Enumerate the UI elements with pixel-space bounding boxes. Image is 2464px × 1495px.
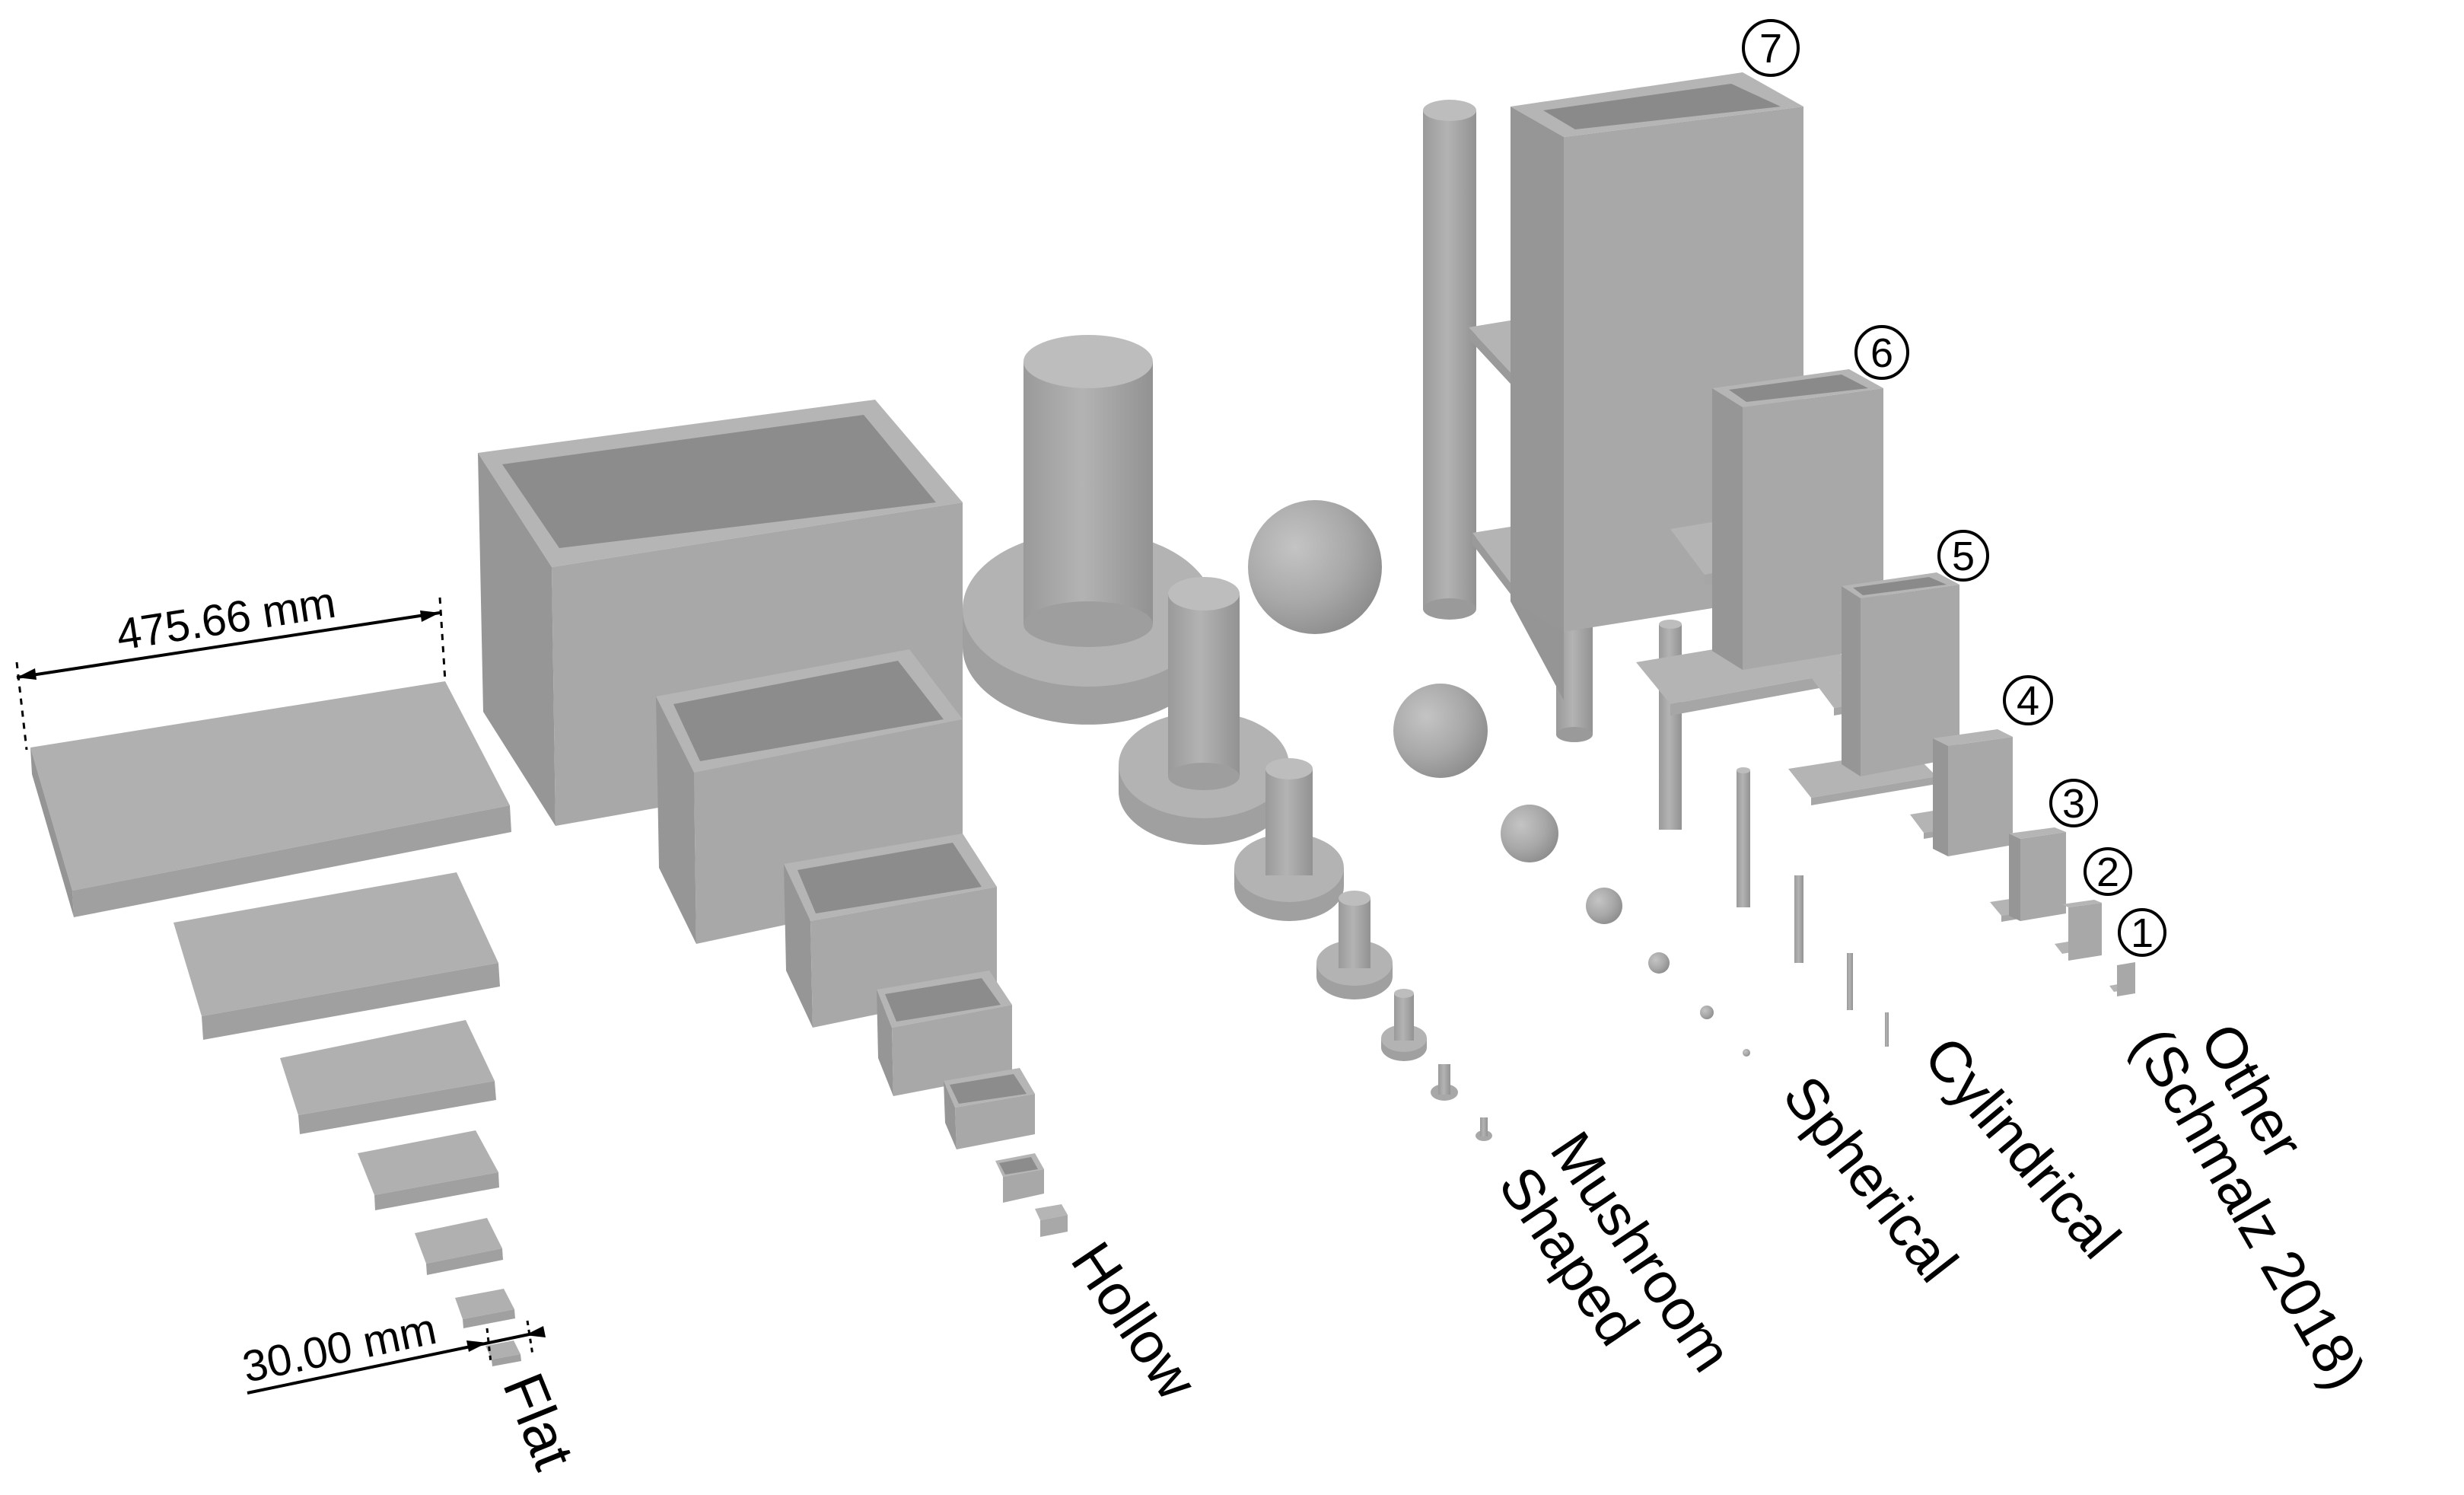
hollow-box-4 — [877, 971, 1012, 1096]
mushroom-2 — [1431, 1064, 1458, 1101]
other-object-4 — [1910, 729, 2013, 856]
other-object-2 — [2055, 900, 2102, 961]
category-label-flat: Flat — [490, 1365, 586, 1478]
sphere-6 — [1393, 684, 1488, 778]
hollow-objects — [478, 400, 1068, 1237]
flat-plate-5 — [280, 1020, 496, 1134]
svg-text:3: 3 — [2062, 781, 2085, 827]
other-object-5 — [1788, 572, 1959, 805]
svg-text:1: 1 — [2131, 910, 2154, 956]
svg-text:6: 6 — [1870, 330, 1893, 376]
sphere-1 — [1743, 1049, 1750, 1057]
sphere-5 — [1501, 805, 1558, 862]
flat-plate-4 — [358, 1130, 499, 1210]
other-object-1 — [2109, 962, 2135, 996]
sphere-3 — [1648, 952, 1670, 974]
flat-plate-2 — [455, 1289, 515, 1328]
cylinder-1 — [1885, 1012, 1889, 1047]
hollow-box-1 — [1035, 1204, 1068, 1237]
mushroom-7 — [963, 335, 1214, 725]
mushroom-5 — [1234, 758, 1344, 921]
mushroom-1 — [1476, 1117, 1492, 1141]
size-marker-4: 4 — [2003, 675, 2053, 725]
cylinder-2 — [1847, 953, 1853, 1010]
size-marker-2: 2 — [2084, 847, 2132, 896]
flat-plate-7 — [30, 681, 511, 917]
size-markers: 7 6 5 4 3 2 1 — [1742, 19, 2166, 957]
svg-text:2: 2 — [2096, 850, 2119, 895]
dimension-largest-label: 475.66 mm — [113, 578, 339, 660]
mushroom-4 — [1316, 891, 1393, 999]
sphere-4 — [1586, 888, 1622, 924]
other-object-3 — [1990, 827, 2066, 922]
svg-text:5: 5 — [1952, 534, 1975, 579]
spherical-objects — [1248, 500, 1750, 1057]
mushroom-6 — [1119, 577, 1289, 845]
hollow-box-3 — [944, 1068, 1035, 1149]
sphere-7 — [1248, 500, 1382, 634]
size-marker-6: 6 — [1854, 325, 1909, 380]
other-objects — [1469, 72, 2135, 996]
svg-text:4: 4 — [2017, 678, 2039, 724]
cylinder-7 — [1423, 100, 1476, 620]
flat-plate-3 — [415, 1218, 503, 1275]
mushroom-3 — [1381, 989, 1427, 1061]
category-label-other: Other (Schmalz 2018) — [2119, 1013, 2378, 1401]
size-marker-3: 3 — [2049, 779, 2098, 827]
cylinder-4 — [1737, 767, 1750, 907]
dimension-smallest-label: 30.00 mm — [238, 1304, 441, 1392]
category-label-hollow: Hollow — [1059, 1231, 1210, 1412]
svg-text:7: 7 — [1759, 26, 1782, 72]
flat-objects — [30, 681, 521, 1366]
size-marker-7: 7 — [1742, 19, 1800, 77]
mushroom-objects — [963, 335, 1492, 1141]
flat-plate-1 — [485, 1340, 521, 1366]
hollow-box-2 — [995, 1153, 1044, 1203]
size-marker-1: 1 — [2118, 908, 2166, 957]
cylinder-5 — [1659, 620, 1682, 830]
sphere-2 — [1700, 1006, 1714, 1019]
cylinder-3 — [1794, 875, 1803, 963]
category-label-mushroom: Mushroom Shaped — [1486, 1120, 1744, 1383]
hollow-box-5 — [784, 834, 997, 1028]
flat-plate-6 — [173, 872, 500, 1040]
size-marker-5: 5 — [1937, 530, 1989, 582]
